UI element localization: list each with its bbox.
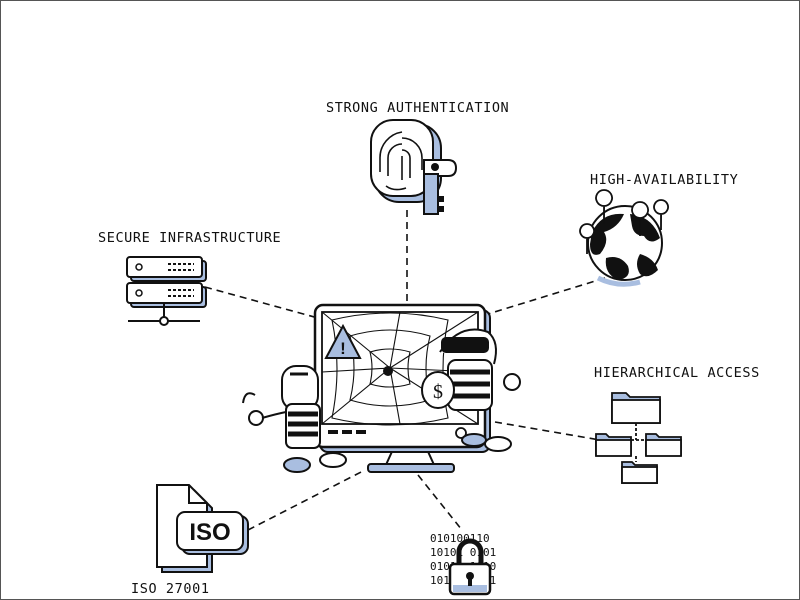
fingerprint-key-icon	[370, 119, 458, 215]
label-hierarchical-access: HIERARCHICAL ACCESS	[594, 365, 760, 381]
iso-document-icon: ISO	[156, 484, 249, 573]
burglar-right-illustration: $	[421, 328, 521, 452]
label-secure-infrastructure: SECURE INFRASTRUCTURE	[98, 230, 282, 246]
folder-tree-icon	[595, 392, 682, 484]
label-iso-27001: ISO 27001	[131, 581, 210, 597]
binary-row-1: 010100110	[430, 532, 490, 545]
spider-icon	[383, 366, 393, 376]
binary-row-2: 10101 0101	[430, 546, 496, 559]
server-rack-icon	[126, 256, 207, 326]
globe-pins-icon	[579, 189, 669, 287]
svg-text:!: !	[340, 339, 346, 358]
iso-badge-text: ISO	[189, 519, 230, 546]
label-strong-authentication: STRONG AUTHENTICATION	[326, 100, 510, 116]
warning-icon	[324, 323, 362, 359]
burglar-left-illustration	[242, 365, 347, 473]
padlock-binary-icon: 010100110 10101 0101 01010 1010 1011 101…	[430, 532, 496, 596]
connector-lines	[204, 210, 606, 531]
svg-text:$: $	[433, 381, 443, 403]
label-high-availability: HIGH-AVAILABILITY	[590, 172, 739, 188]
